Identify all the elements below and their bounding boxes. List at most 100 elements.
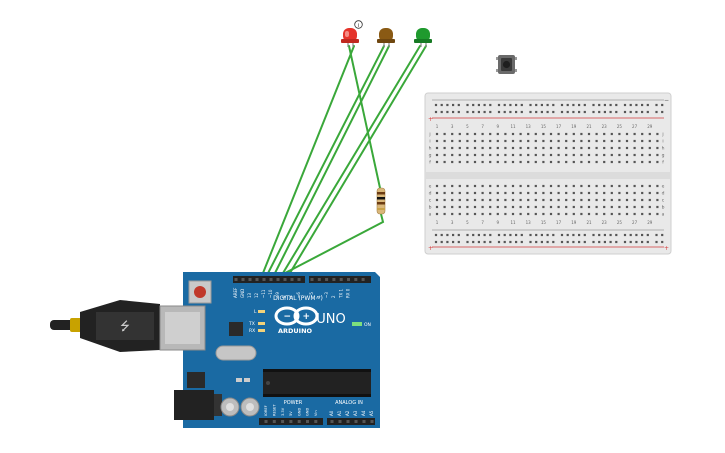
breadboard-hole[interactable]	[603, 110, 606, 114]
breadboard-hole[interactable]	[481, 153, 484, 157]
breadboard-hole[interactable]	[489, 184, 492, 188]
breadboard-hole[interactable]	[587, 184, 591, 188]
breadboard-hole[interactable]	[565, 160, 568, 164]
breadboard-hole[interactable]	[572, 139, 575, 143]
breadboard-hole[interactable]	[511, 205, 515, 209]
breadboard-hole[interactable]	[610, 205, 613, 209]
breadboard-hole[interactable]	[565, 146, 568, 150]
breadboard-hole[interactable]	[504, 146, 507, 150]
breadboard-hole[interactable]	[595, 132, 598, 136]
breadboard-hole[interactable]	[610, 139, 613, 143]
breadboard-hole[interactable]	[565, 153, 568, 157]
breadboard-hole[interactable]	[466, 110, 469, 114]
breadboard-hole[interactable]	[542, 139, 545, 143]
breadboard-hole[interactable]	[549, 132, 553, 136]
breadboard-hole[interactable]	[452, 233, 455, 237]
breadboard-hole[interactable]	[661, 233, 664, 237]
header-pin[interactable]	[317, 278, 321, 281]
breadboard-hole[interactable]	[656, 212, 659, 216]
breadboard-hole[interactable]	[435, 160, 439, 164]
breadboard-hole[interactable]	[641, 110, 644, 114]
breadboard-hole[interactable]	[535, 233, 538, 237]
breadboard-hole[interactable]	[546, 233, 549, 237]
breadboard-hole[interactable]	[546, 103, 549, 107]
breadboard-hole[interactable]	[618, 184, 621, 188]
breadboard-hole[interactable]	[603, 212, 606, 216]
breadboard-hole[interactable]	[623, 240, 627, 244]
breadboard-hole[interactable]	[618, 139, 621, 143]
breadboard-hole[interactable]	[618, 212, 621, 216]
breadboard-hole[interactable]	[633, 139, 636, 143]
breadboard-hole[interactable]	[473, 191, 477, 195]
breadboard-hole[interactable]	[592, 240, 595, 244]
breadboard-hole[interactable]	[549, 139, 553, 143]
breadboard-hole[interactable]	[509, 233, 512, 237]
breadboard-hole[interactable]	[473, 205, 477, 209]
breadboard-hole[interactable]	[587, 139, 591, 143]
breadboard-hole[interactable]	[443, 132, 446, 136]
breadboard-hole[interactable]	[481, 198, 484, 202]
breadboard-hole[interactable]	[497, 110, 501, 114]
breadboard-hole[interactable]	[534, 160, 537, 164]
breadboard-hole[interactable]	[503, 103, 506, 107]
breadboard-hole[interactable]	[549, 191, 553, 195]
breadboard-hole[interactable]	[598, 103, 601, 107]
breadboard-hole[interactable]	[610, 191, 613, 195]
breadboard-hole[interactable]	[656, 146, 659, 150]
breadboard-hole[interactable]	[504, 191, 507, 195]
breadboard-hole[interactable]	[503, 240, 506, 244]
breadboard-hole[interactable]	[580, 139, 583, 143]
header-pin[interactable]	[241, 278, 245, 281]
breadboard-hole[interactable]	[625, 205, 629, 209]
breadboard-hole[interactable]	[477, 233, 480, 237]
breadboard-hole[interactable]	[466, 146, 469, 150]
breadboard-hole[interactable]	[572, 103, 575, 107]
breadboard-hole[interactable]	[535, 240, 538, 244]
breadboard-hole[interactable]	[557, 153, 560, 157]
breadboard-hole[interactable]	[629, 233, 632, 237]
breadboard-hole[interactable]	[587, 198, 591, 202]
breadboard-hole[interactable]	[592, 103, 595, 107]
breadboard-hole[interactable]	[578, 103, 581, 107]
breadboard-hole[interactable]	[580, 153, 583, 157]
breadboard-hole[interactable]	[572, 160, 575, 164]
breadboard-hole[interactable]	[443, 198, 446, 202]
breadboard-hole[interactable]	[648, 191, 651, 195]
breadboard-hole[interactable]	[565, 191, 568, 195]
header-pin[interactable]	[362, 420, 366, 423]
breadboard-hole[interactable]	[540, 233, 543, 237]
breadboard-hole[interactable]	[452, 240, 455, 244]
breadboard-hole[interactable]	[534, 184, 537, 188]
breadboard-hole[interactable]	[557, 198, 560, 202]
breadboard-hole[interactable]	[572, 233, 575, 237]
breadboard-hole[interactable]	[527, 205, 530, 209]
breadboard-hole[interactable]	[443, 146, 446, 150]
breadboard-hole[interactable]	[473, 132, 477, 136]
breadboard-hole[interactable]	[633, 160, 636, 164]
breadboard-hole[interactable]	[615, 233, 618, 237]
breadboard-hole[interactable]	[648, 139, 651, 143]
breadboard-hole[interactable]	[557, 160, 560, 164]
breadboard-hole[interactable]	[527, 146, 530, 150]
breadboard-hole[interactable]	[595, 153, 598, 157]
breadboard-hole[interactable]	[641, 205, 644, 209]
breadboard-hole[interactable]	[457, 103, 460, 107]
breadboard-hole[interactable]	[434, 110, 438, 114]
breadboard-hole[interactable]	[504, 198, 507, 202]
breadboard-hole[interactable]	[595, 212, 598, 216]
breadboard-hole[interactable]	[572, 132, 575, 136]
breadboard-hole[interactable]	[609, 240, 612, 244]
breadboard-hole[interactable]	[473, 160, 477, 164]
breadboard-hole[interactable]	[458, 212, 461, 216]
breadboard-hole[interactable]	[557, 132, 560, 136]
breadboard-hole[interactable]	[451, 198, 454, 202]
breadboard-hole[interactable]	[443, 153, 446, 157]
breadboard-hole[interactable]	[496, 184, 499, 188]
breadboard-hole[interactable]	[451, 205, 454, 209]
breadboard-hole[interactable]	[633, 184, 636, 188]
breadboard-hole[interactable]	[603, 103, 606, 107]
breadboard-hole[interactable]	[529, 240, 532, 244]
header-pin[interactable]	[272, 420, 276, 423]
breadboard-hole[interactable]	[633, 191, 636, 195]
